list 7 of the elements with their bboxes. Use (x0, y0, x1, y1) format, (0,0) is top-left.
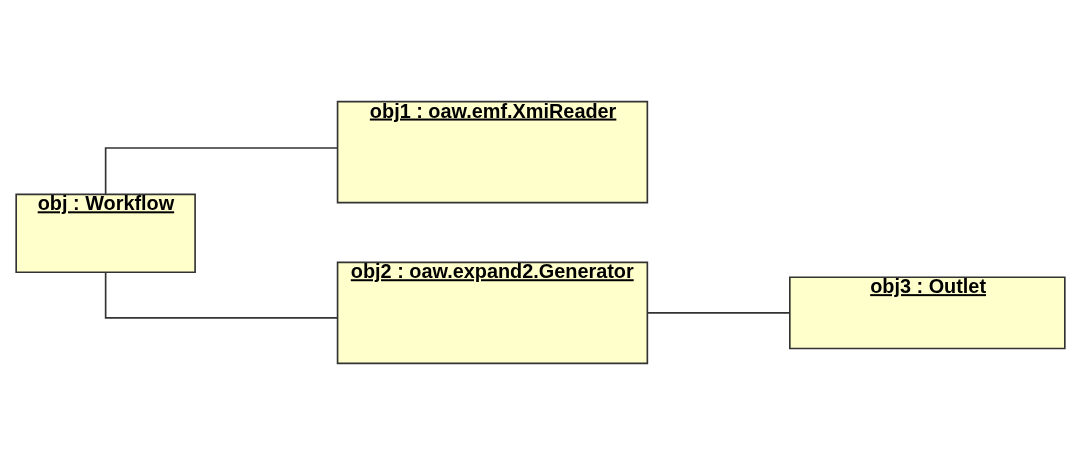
connector (104, 271, 339, 319)
node-box: obj1 : oaw.emf.XmiReader (336, 100, 649, 203)
node-box: obj3 : Outlet (789, 275, 1066, 349)
connector (646, 311, 791, 314)
node-box: obj2 : oaw.expand2.Generator (336, 261, 649, 364)
node-box: obj : Workflow (15, 193, 196, 273)
connector (104, 146, 339, 195)
